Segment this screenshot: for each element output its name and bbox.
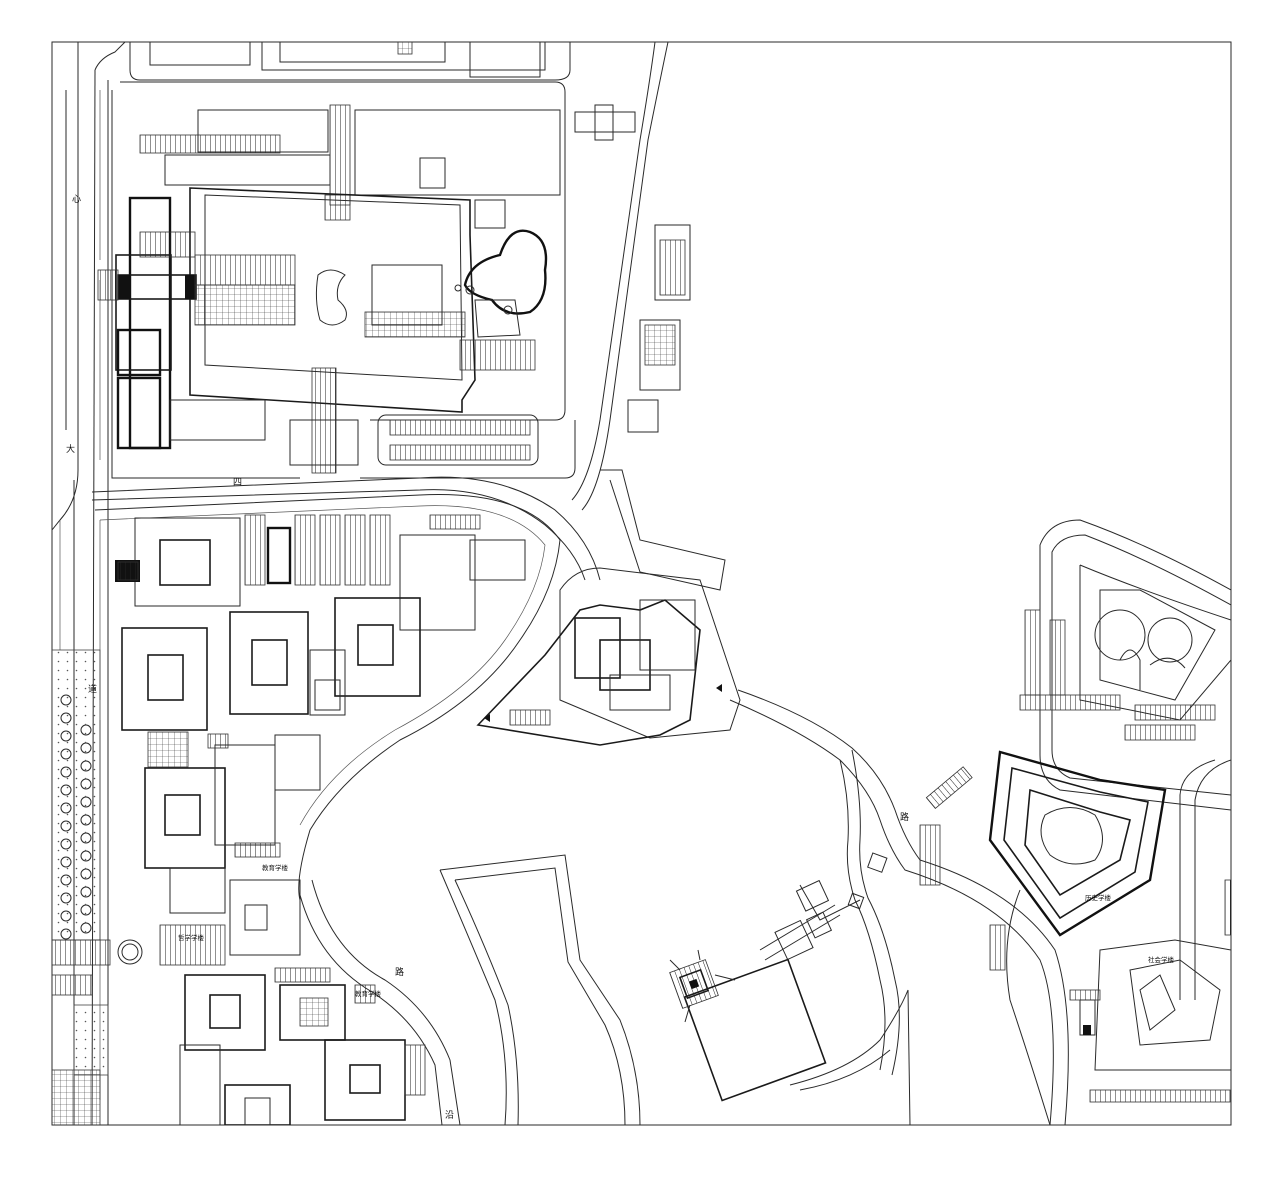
north-top-block — [129, 42, 571, 81]
west-central-cluster — [94, 494, 561, 966]
road-label-si: 四 — [233, 478, 242, 488]
central-paths — [439, 689, 1069, 1125]
building-label-dept-a: 教育学楼 — [262, 863, 289, 872]
east-cluster — [919, 519, 1231, 1125]
building-label-dept-c: 教育学楼 — [355, 989, 382, 998]
road-label-xin: 心 — [72, 194, 81, 205]
west-avenue — [52, 42, 143, 1125]
road-label-dao: 道 — [88, 683, 97, 695]
north-quad-block — [97, 81, 576, 479]
building-label-dept-b: 哲学学楼 — [178, 933, 205, 942]
map-labels: 心 大 道 四 路 路 沿 历史学楼 社会学楼 教育学楼 哲学学楼 教育学楼 — [66, 194, 1175, 1121]
building-label-history: 历史学楼 — [1085, 893, 1112, 902]
road-label-yan: 沿 — [445, 1110, 454, 1121]
building-label-social: 社会学楼 — [1148, 955, 1175, 964]
central-angular-building — [476, 567, 741, 746]
south-west-cluster — [179, 879, 461, 1125]
map-frame — [51, 41, 1232, 1126]
road-label-lu-bottom: 路 — [395, 966, 404, 978]
road-label-lu-right: 路 — [900, 811, 909, 823]
road-label-da: 大 — [66, 443, 75, 455]
road-si — [91, 42, 726, 591]
